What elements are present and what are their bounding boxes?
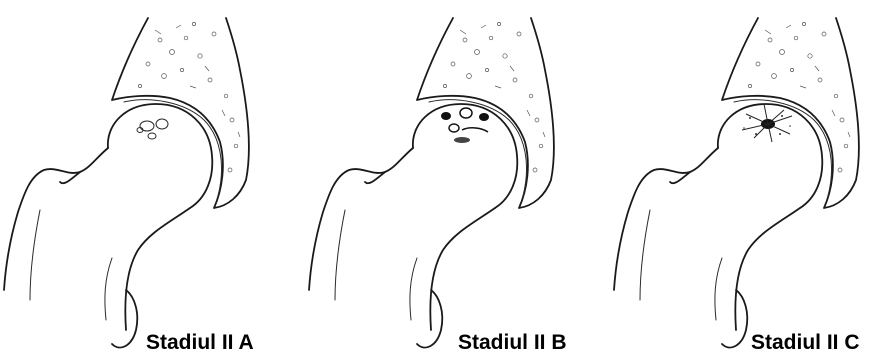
femoral-head-sclerosis bbox=[742, 104, 792, 142]
stage-label-c: Stadiul II C bbox=[751, 331, 860, 354]
femoral-head-cysts bbox=[137, 119, 168, 139]
stage-label-a: Stadiul II A bbox=[146, 331, 254, 354]
hip-diagram-stage-b bbox=[309, 18, 554, 348]
hip-diagram-stage-a bbox=[4, 18, 249, 348]
stage-label-b: Stadiul II B bbox=[458, 331, 567, 354]
femoral-head-dark-cysts bbox=[441, 108, 489, 143]
hip-diagram-stage-c bbox=[614, 18, 859, 348]
